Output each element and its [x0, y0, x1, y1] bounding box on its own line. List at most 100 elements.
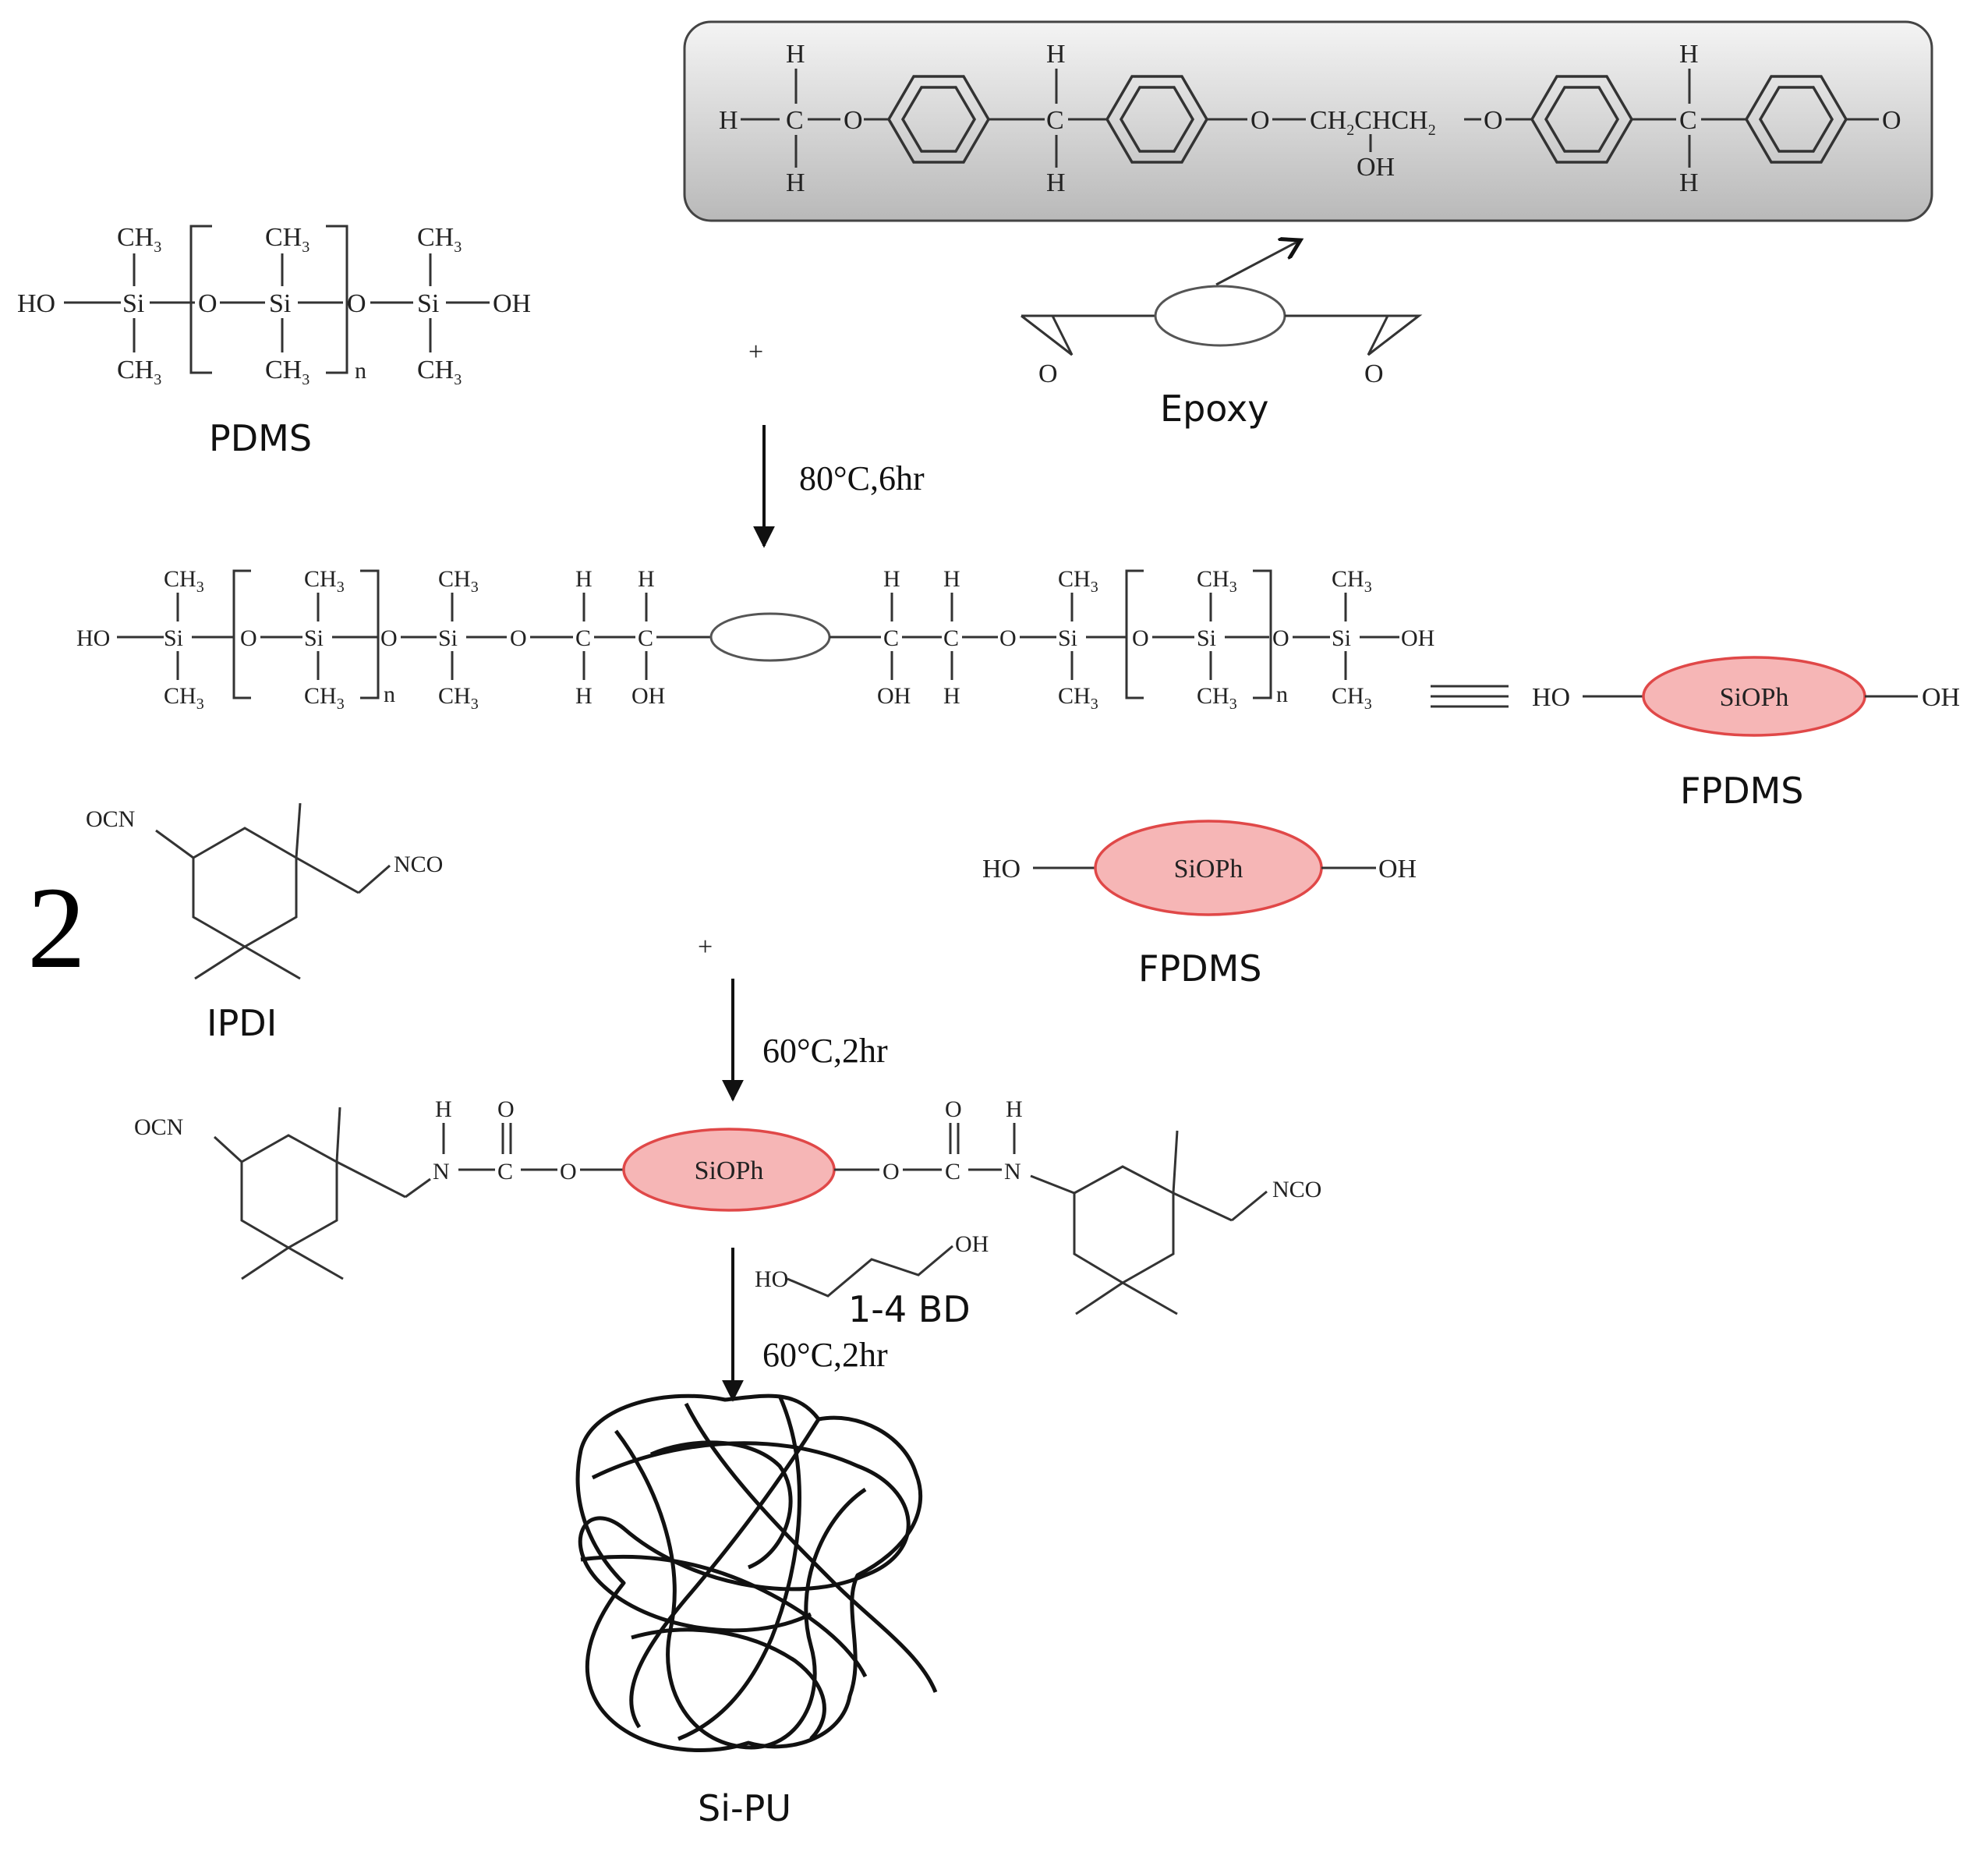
epoxy-o-end: O [1882, 106, 1901, 135]
int-o-6: O [1272, 625, 1289, 651]
int-h-3a: H [883, 566, 900, 592]
pdms-si-2: Si [269, 289, 291, 318]
plus-sign-2: + [698, 933, 713, 961]
prepolymer-n-left: N [433, 1159, 450, 1185]
epoxy-h-top: H [786, 40, 805, 69]
int-ch3-1a: CH3 [164, 566, 204, 596]
epoxy-structure-box: H C H H O C H H O CH2CHCH2 OH O [683, 20, 1933, 222]
ipdi-coefficient: 2 [27, 863, 86, 993]
epoxy-ch-h-top: H [1046, 40, 1066, 69]
epoxy-o3: O [1484, 106, 1503, 135]
int-si-5: Si [1197, 625, 1216, 651]
pdms-si-3: Si [417, 289, 439, 318]
pdms-si-1: Si [122, 289, 144, 318]
epoxy-label: Epoxy [1160, 388, 1268, 430]
epoxy-core-ellipse [1154, 285, 1286, 347]
epoxy-h-left: H [719, 106, 738, 135]
plus-sign-1: + [748, 338, 763, 367]
int-c-1: C [575, 625, 591, 651]
fpdms-mid-oh: OH [1378, 855, 1417, 884]
pdms-n: n [355, 358, 366, 384]
epoxy-oh: OH [1357, 153, 1395, 182]
int-c-3: C [883, 625, 899, 651]
int-ch3-5a: CH3 [1197, 566, 1237, 596]
intermediate-structure: HO Si CH3 CH3 O Si CH3 CH3 n O Si CH3 CH… [76, 566, 1434, 713]
ipdi-label: IPDI [207, 1002, 277, 1044]
pdms-oh: OH [493, 289, 531, 318]
int-o-3: O [510, 625, 527, 651]
oxirane-o-right: O [1364, 359, 1384, 388]
int-c-4: C [943, 625, 959, 651]
fpdms-right-label: FPDMS [1680, 770, 1804, 812]
fpdms-middle: HO SiOPh OH FPDMS [982, 820, 1417, 990]
fpdms-mid-ho: HO [982, 855, 1021, 884]
prepolymer-ocn: OCN [134, 1114, 183, 1140]
int-o-4: O [999, 625, 1017, 651]
ipdi-ocn: OCN [86, 806, 135, 832]
prepolymer-n-right: N [1004, 1159, 1021, 1185]
int-o-5: O [1132, 625, 1149, 651]
prepolymer-o-ester-left: O [560, 1159, 577, 1185]
step3-condition: 60°C,2hr [762, 1336, 888, 1374]
int-h-2a: H [638, 566, 655, 592]
int-ch3-4a: CH3 [1058, 566, 1098, 596]
epoxy-ch-h-bottom: H [1046, 168, 1066, 197]
int-h-1a: H [575, 566, 593, 592]
int-si-1: Si [164, 625, 183, 651]
prepolymer-c-left: C [497, 1159, 513, 1185]
pdms-ch3-3a: CH3 [417, 223, 462, 256]
int-si-4: Si [1058, 625, 1077, 651]
pdms-ch3-2b: CH3 [265, 356, 310, 388]
epoxy-ch2-h-bottom: H [1679, 168, 1699, 197]
epoxy-structure-panel [683, 20, 1933, 222]
int-h-4a: H [943, 566, 960, 592]
int-c-2: C [638, 625, 653, 651]
int-ch3-3a: CH3 [438, 566, 479, 596]
pdms-ch3-2a: CH3 [265, 223, 310, 256]
int-n-2: n [1276, 682, 1288, 707]
si-pu-label: Si-PU [698, 1787, 791, 1829]
fpdms-mid-label: FPDMS [1138, 947, 1262, 990]
bd-oh: OH [955, 1231, 989, 1257]
fpdms-right-oh: OH [1922, 683, 1960, 712]
pdms-o-2: O [347, 289, 366, 318]
prepolymer-o-left: O [497, 1096, 515, 1122]
epoxy-h-bottom: H [786, 168, 805, 197]
int-oh-1: OH [631, 683, 665, 709]
prepolymer-structure: OCN N H C O O SiOPh O C O N H [134, 1096, 1321, 1316]
prepolymer-o-right: O [945, 1096, 962, 1122]
step2-condition: 60°C,2hr [762, 1032, 888, 1070]
pdms-ch3-1b: CH3 [117, 356, 161, 388]
bd-label: 1-4 BD [848, 1288, 971, 1330]
int-ho: HO [76, 625, 110, 651]
int-ch3-4b: CH3 [1058, 683, 1098, 713]
ipdi-structure: 2 OCN NCO IPDI [27, 802, 443, 1044]
pdms-label: PDMS [209, 417, 312, 459]
epoxy-schematic: O O Epoxy [1021, 285, 1423, 430]
prepolymer-o-ester-right: O [883, 1159, 900, 1185]
bd-ho: HO [755, 1266, 788, 1292]
int-ch3-1b: CH3 [164, 683, 204, 713]
prepolymer-nco: NCO [1272, 1177, 1321, 1202]
int-n-1: n [384, 682, 395, 707]
pdms-ch3-3b: CH3 [417, 356, 462, 388]
int-si-3: Si [438, 625, 458, 651]
chain-extender: HO OH 1-4 BD [755, 1231, 989, 1330]
zoom-pointer-arrow [1215, 240, 1300, 286]
epoxy-ch-c: C [1046, 106, 1064, 135]
pdms-ho: HO [17, 289, 55, 318]
prepolymer-core-label: SiOPh [695, 1156, 764, 1185]
int-h-1b: H [575, 683, 593, 709]
int-ch3-3b: CH3 [438, 683, 479, 713]
int-core-ellipse [709, 612, 831, 662]
pdms-ch3-1a: CH3 [117, 223, 161, 256]
epoxy-o1: O [844, 106, 863, 135]
fpdms-right: HO SiOPh OH FPDMS [1532, 656, 1960, 812]
int-ch3-5b: CH3 [1197, 683, 1237, 713]
prepolymer-h-right: H [1006, 1096, 1023, 1122]
int-si-6: Si [1332, 625, 1351, 651]
step1-condition: 80°C,6hr [799, 459, 925, 498]
pdms-structure: HO Si CH3 CH3 O Si CH3 CH3 n O Si CH3 CH… [17, 223, 531, 459]
int-o-1: O [240, 625, 257, 651]
